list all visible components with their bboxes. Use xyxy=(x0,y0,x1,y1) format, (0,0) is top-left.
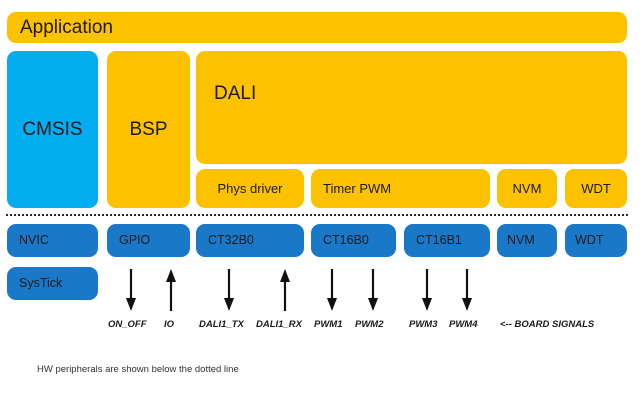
cmsis-block: CMSIS xyxy=(7,51,98,208)
dali1-rx-arrow-icon xyxy=(280,269,290,311)
wdt-service-block: WDT xyxy=(565,169,627,208)
signal-label-io: IO xyxy=(164,319,175,330)
nvic-label: NVIC xyxy=(19,233,49,248)
dali-block: DALI xyxy=(196,51,627,164)
gpio-block: GPIO xyxy=(107,224,190,257)
timer-pwm-label: Timer PWM xyxy=(323,181,392,196)
bsp-block: BSP xyxy=(107,51,190,208)
nvm-service-label: NVM xyxy=(512,181,542,196)
wdt-service-label: WDT xyxy=(581,181,611,196)
hw-sw-divider xyxy=(6,214,628,216)
on-off-arrow-icon xyxy=(126,269,136,311)
phys-driver-block: Phys driver xyxy=(196,169,304,208)
signal-label-pwm2: PWM2 xyxy=(355,319,384,330)
application-label: Application xyxy=(20,17,113,38)
signal-label-pwm3: PWM3 xyxy=(409,319,438,330)
ct32b0-block: CT32B0 xyxy=(196,224,304,257)
bsp-label: BSP xyxy=(129,119,168,140)
ct16b1-block: CT16B1 xyxy=(404,224,490,257)
signal-label-on-off: ON_OFF xyxy=(108,319,147,330)
nvm-hw-block: NVM xyxy=(497,224,557,257)
signal-label-pwm1: PWM1 xyxy=(314,319,343,330)
pwm3-arrow-icon xyxy=(422,269,432,311)
phys-driver-label: Phys driver xyxy=(217,181,283,196)
dali1-tx-arrow-icon xyxy=(224,269,234,311)
caption-text: HW peripherals are shown below the dotte… xyxy=(37,364,239,375)
signal-label-dali1-tx: DALI1_TX xyxy=(199,319,244,330)
wdt-hw-block: WDT xyxy=(565,224,627,257)
pwm2-arrow-icon xyxy=(368,269,378,311)
nvm-hw-label: NVM xyxy=(507,233,535,248)
ct16b1-label: CT16B1 xyxy=(416,233,462,248)
nvm-service-block: NVM xyxy=(497,169,557,208)
pwm4-arrow-icon xyxy=(462,269,472,311)
wdt-hw-label: WDT xyxy=(575,233,604,248)
timer-pwm-block: Timer PWM xyxy=(311,169,490,208)
systick-block: SysTick xyxy=(7,267,98,300)
cmsis-label: CMSIS xyxy=(22,119,83,140)
ct16b0-label: CT16B0 xyxy=(323,233,369,248)
dali-label: DALI xyxy=(214,83,257,104)
io-arrow-icon xyxy=(166,269,176,311)
ct16b0-block: CT16B0 xyxy=(311,224,396,257)
signal-label-pwm4: PWM4 xyxy=(449,319,478,330)
board-signals-note: <-- BOARD SIGNALS xyxy=(500,319,595,330)
ct32b0-label: CT32B0 xyxy=(208,233,254,248)
pwm1-arrow-icon xyxy=(327,269,337,311)
systick-label: SysTick xyxy=(19,276,63,291)
nvic-block: NVIC xyxy=(7,224,98,257)
signal-label-dali1-rx: DALI1_RX xyxy=(256,319,302,330)
application-bar: Application xyxy=(7,12,627,43)
gpio-label: GPIO xyxy=(119,233,151,248)
